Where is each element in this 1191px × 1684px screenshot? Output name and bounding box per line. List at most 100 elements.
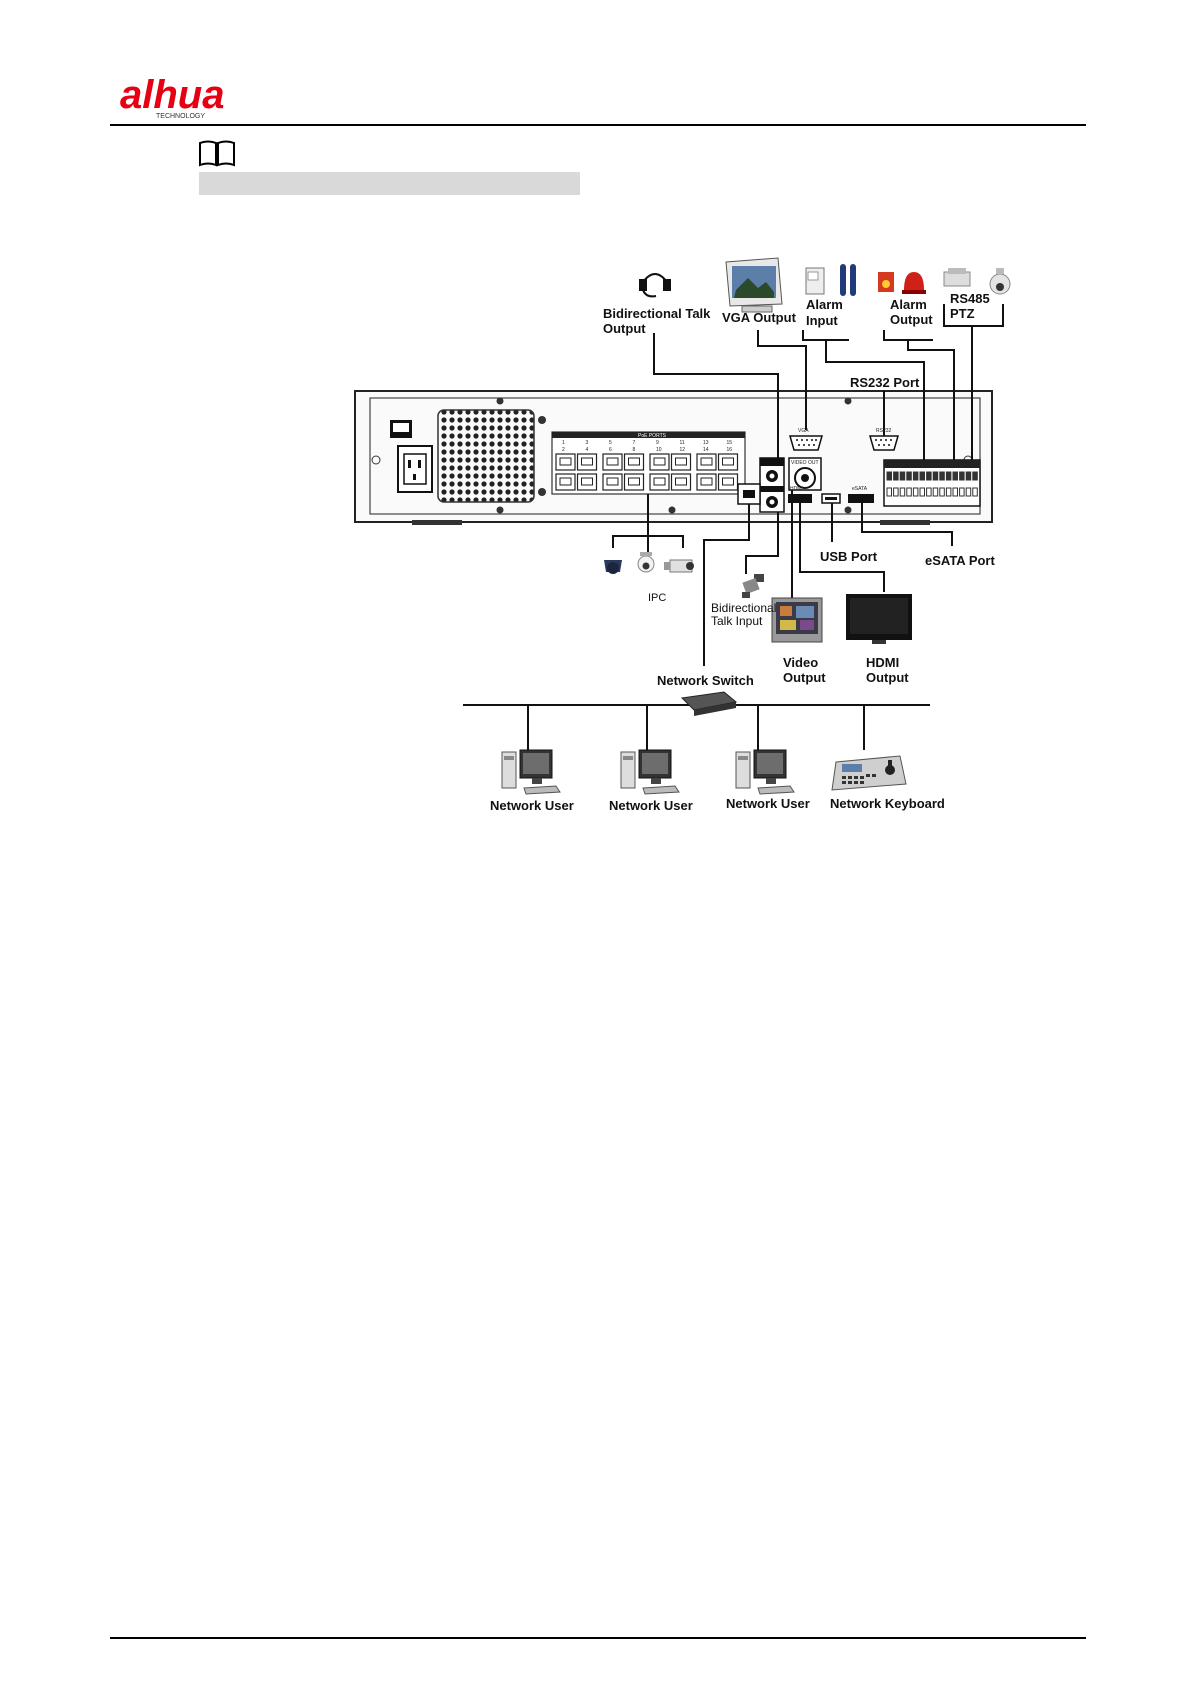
poe-port-jack (670, 473, 692, 491)
label-network-user-3: Network User (726, 796, 810, 811)
terminal-screw (932, 471, 939, 481)
poe-port-jack (696, 473, 717, 491)
terminal-screw (932, 487, 939, 497)
terminal-screw (906, 487, 912, 497)
poe-ports-label: PoE PORTS (638, 433, 667, 439)
terminal-screw (906, 471, 912, 481)
poe-port-jack (555, 453, 576, 471)
poe-port-number-bottom: 16 (727, 447, 733, 453)
terminal-screw (899, 471, 906, 481)
usb-port (821, 493, 841, 504)
terminal-screw (886, 487, 892, 497)
logo-wordmark: alhua (120, 73, 224, 117)
pc-workstation-icon (501, 749, 561, 795)
poe-port-number-bottom: 6 (609, 447, 612, 453)
poe-port-jack (670, 453, 692, 471)
poe-port-jack (623, 453, 645, 471)
video-out-label: VIDEO OUT (791, 460, 819, 466)
terminal-screw (972, 487, 978, 497)
poe-port-jack (649, 453, 670, 471)
poe-port-number-bottom: 8 (633, 447, 636, 453)
network-port (737, 483, 761, 505)
label-esata-port: eSATA Port (925, 553, 995, 568)
poe-port-jack (576, 473, 598, 491)
audio-jack-panel (759, 457, 785, 513)
headset-icon (639, 273, 671, 298)
terminal-screw (965, 471, 972, 481)
label-hdmi-output-line2: Output (866, 670, 909, 685)
label-rs232-port: RS232 Port (850, 375, 920, 390)
poe-port-jack (576, 453, 598, 471)
poe-port-jack (602, 453, 623, 471)
label-alarm-input-line2: Input (806, 313, 838, 328)
poe-port-jack (717, 453, 739, 471)
label-network-switch: Network Switch (657, 673, 754, 688)
label-ipc: IPC (648, 592, 666, 604)
network-keyboard-icon (831, 755, 907, 791)
flat-screen-tv-icon (846, 594, 912, 644)
vga-panel-label: VGA (798, 428, 809, 434)
poe-port-number-bottom: 14 (703, 447, 709, 453)
poe-port-jack (696, 453, 717, 471)
esata-port: eSATA (848, 486, 874, 503)
footer-rule (110, 1637, 1086, 1639)
terminal-screw (926, 487, 932, 497)
terminal-screw (972, 471, 978, 481)
terminal-screw (899, 487, 906, 497)
label-bidirectional-talk-output-line1: Bidirectional Talk (603, 306, 711, 321)
alarm-terminal-block (883, 459, 981, 507)
terminal-screw (919, 487, 925, 497)
vga-port: VGA (789, 428, 823, 451)
label-hdmi-output-line1: HDMI (866, 655, 899, 670)
terminal-screw (919, 471, 925, 481)
poe-port-number-top: 11 (680, 440, 685, 446)
label-rs485-line2: PTZ (950, 306, 975, 321)
poe-port-jack (555, 473, 576, 491)
alarm-output-siren-icons (878, 272, 926, 294)
video-monitor-icon (771, 597, 823, 643)
power-switch (390, 420, 412, 438)
poe-port-jack (623, 473, 645, 491)
pc-workstation-icon (735, 749, 795, 795)
terminal-screw (926, 471, 932, 481)
crt-monitor-icon (725, 257, 783, 313)
terminal-screw (886, 471, 892, 481)
label-usb-port: USB Port (820, 549, 878, 564)
poe-port-number-top: 9 (656, 440, 659, 446)
pc-workstation-icon (620, 749, 680, 795)
label-alarm-output-line1: Alarm (890, 297, 927, 312)
network-switch-icon (680, 691, 738, 716)
terminal-screw (893, 471, 899, 481)
esata-panel-label: eSATA (852, 486, 868, 492)
microphone-icon (742, 574, 764, 598)
terminal-screw (939, 471, 945, 481)
terminal-screw (912, 471, 919, 481)
poe-port-jack (717, 473, 739, 491)
terminal-screw (959, 471, 965, 481)
label-network-user-2: Network User (609, 798, 693, 813)
label-video-output-line2: Output (783, 670, 826, 685)
terminal-screw (952, 487, 958, 497)
ipc-camera-icons (604, 552, 694, 574)
label-alarm-input-line1: Alarm (806, 297, 843, 312)
label-alarm-output-line2: Output (890, 312, 933, 327)
power-inlet (397, 445, 433, 493)
terminal-screw (893, 487, 899, 497)
poe-port-number-top: 13 (703, 440, 709, 446)
terminal-screw (959, 487, 965, 497)
label-vga-output: VGA Output (722, 310, 797, 325)
poe-port-number-bottom: 4 (586, 447, 589, 453)
poe-port-number-top: 7 (633, 440, 636, 446)
label-talk-input-line1: Bidirectional (711, 601, 776, 615)
ptz-camera-icons (943, 268, 1011, 295)
logo-subtext: TECHNOLOGY (156, 113, 205, 120)
terminal-screw (945, 487, 952, 497)
label-network-user-1: Network User (490, 798, 574, 813)
poe-port-number-bottom: 10 (656, 447, 662, 453)
note-highlight-bar (199, 172, 580, 195)
video-out-bnc: VIDEO OUT (788, 457, 822, 491)
label-video-output-line1: Video (783, 655, 818, 670)
hdmi-port: HDMI (788, 486, 812, 503)
dahua-logo: alhua TECHNOLOGY (118, 72, 268, 120)
